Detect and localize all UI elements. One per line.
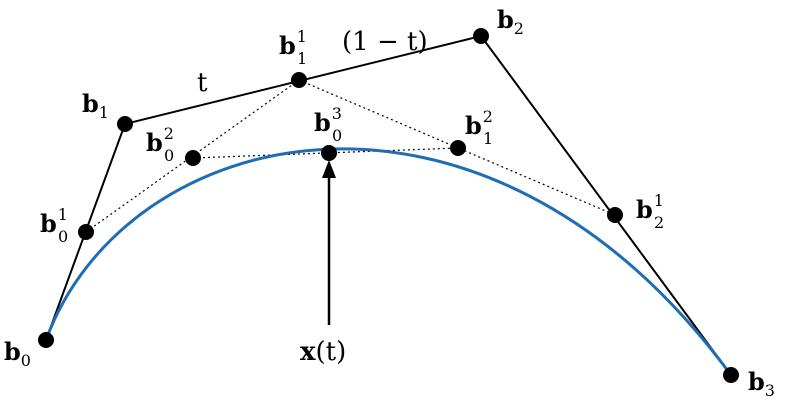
label-x-of-t: x(t) (300, 337, 346, 367)
control-polygon (45, 34, 732, 376)
label-b2: b2 (497, 5, 524, 38)
point-b21 (607, 207, 623, 223)
label-t: t (197, 68, 208, 98)
point-b1 (117, 116, 133, 132)
point-b11 (291, 72, 307, 88)
bezier-curve (44, 147, 733, 376)
points (38, 28, 739, 383)
line-b02-b12 (192, 147, 459, 159)
label-one-minus-t: (1 − t) (342, 27, 428, 57)
point-b3 (723, 367, 739, 383)
point-b0 (38, 332, 54, 348)
point-b2 (473, 28, 489, 44)
label-b0: b0 (4, 337, 31, 370)
label-b3: b3 (748, 367, 775, 400)
point-b01 (78, 224, 94, 240)
point-b02 (185, 150, 201, 166)
x-of-t-arrow-head (322, 160, 336, 178)
point-b03 (321, 145, 337, 161)
point-b12 (450, 140, 466, 156)
label-b1: b1 (82, 89, 109, 122)
